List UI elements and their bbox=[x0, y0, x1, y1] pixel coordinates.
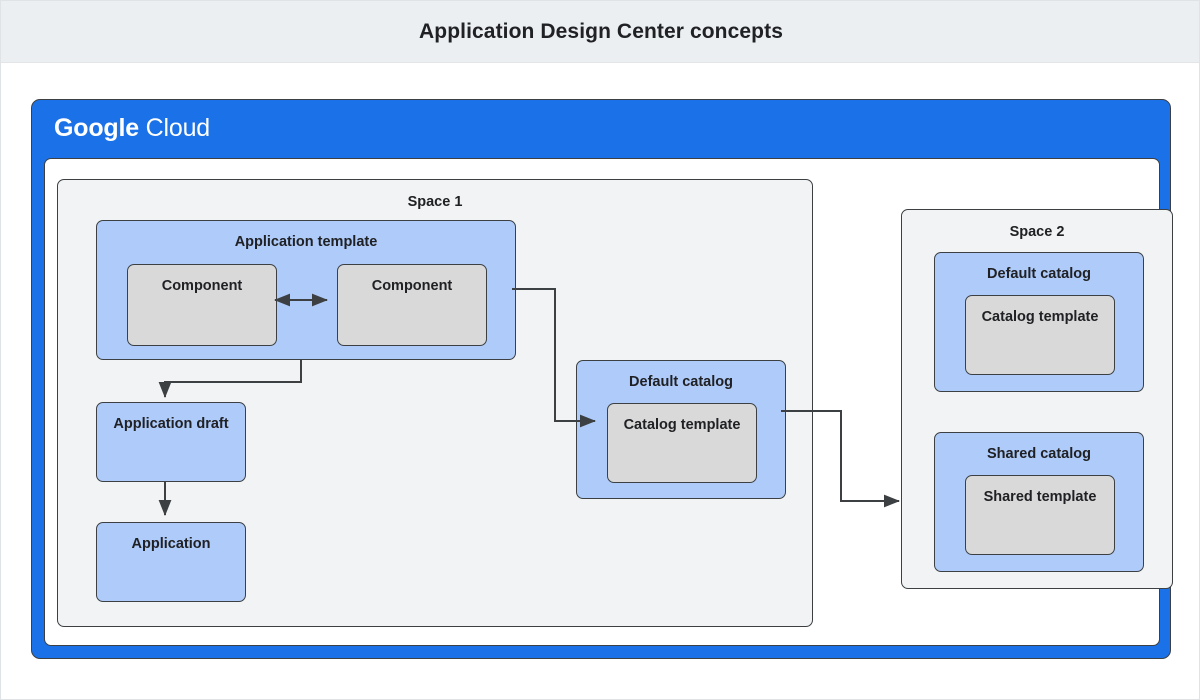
space-2-shared-template-label: Shared template bbox=[983, 489, 1097, 505]
space-2-shared-catalog-box[interactable]: Shared catalog Shared template bbox=[934, 432, 1144, 572]
application-template-box[interactable]: Application template Component Component bbox=[96, 220, 516, 360]
component-box-1[interactable]: Component bbox=[127, 264, 277, 346]
google-cloud-inner-panel: Space 1 Application template Component C… bbox=[44, 158, 1173, 646]
component-label-2: Component bbox=[371, 278, 453, 294]
google-cloud-logo: Google Cloud bbox=[54, 114, 210, 143]
application-draft-label: Application draft bbox=[113, 416, 229, 432]
space-2-label: Space 2 bbox=[1009, 224, 1065, 240]
application-box[interactable]: Application bbox=[96, 522, 246, 602]
space-2-container: Space 2 Default catalog Catalog template… bbox=[901, 209, 1173, 589]
google-cloud-logo-word-google: Google bbox=[54, 114, 139, 142]
google-cloud-frame: Google Cloud Space 1 Application templat… bbox=[31, 99, 1173, 659]
space-2-shared-template-box[interactable]: Shared template bbox=[965, 475, 1115, 555]
application-label: Application bbox=[131, 536, 211, 552]
google-cloud-logo-word-cloud: Cloud bbox=[145, 114, 211, 142]
application-template-label: Application template bbox=[234, 234, 378, 250]
space-1-container: Space 1 Application template Component C… bbox=[57, 179, 813, 627]
space-2-shared-catalog-label: Shared catalog bbox=[987, 446, 1091, 462]
space-1-label: Space 1 bbox=[407, 194, 463, 210]
title-bar: Application Design Center concepts bbox=[1, 1, 1199, 63]
space-2-default-catalog-label: Default catalog bbox=[987, 266, 1091, 282]
application-draft-box[interactable]: Application draft bbox=[96, 402, 246, 482]
space-2-default-catalog-box[interactable]: Default catalog Catalog template bbox=[934, 252, 1144, 392]
space-1-catalog-template-label: Catalog template bbox=[623, 417, 741, 433]
page-title: Application Design Center concepts bbox=[419, 20, 783, 43]
space-1-default-catalog-label: Default catalog bbox=[629, 374, 733, 390]
component-box-2[interactable]: Component bbox=[337, 264, 487, 346]
space-1-default-catalog-box[interactable]: Default catalog Catalog template bbox=[576, 360, 786, 499]
space-2-catalog-template-box[interactable]: Catalog template bbox=[965, 295, 1115, 375]
space-2-catalog-template-label: Catalog template bbox=[981, 309, 1099, 325]
component-label-1: Component bbox=[161, 278, 243, 294]
space-1-catalog-template-box[interactable]: Catalog template bbox=[607, 403, 757, 483]
